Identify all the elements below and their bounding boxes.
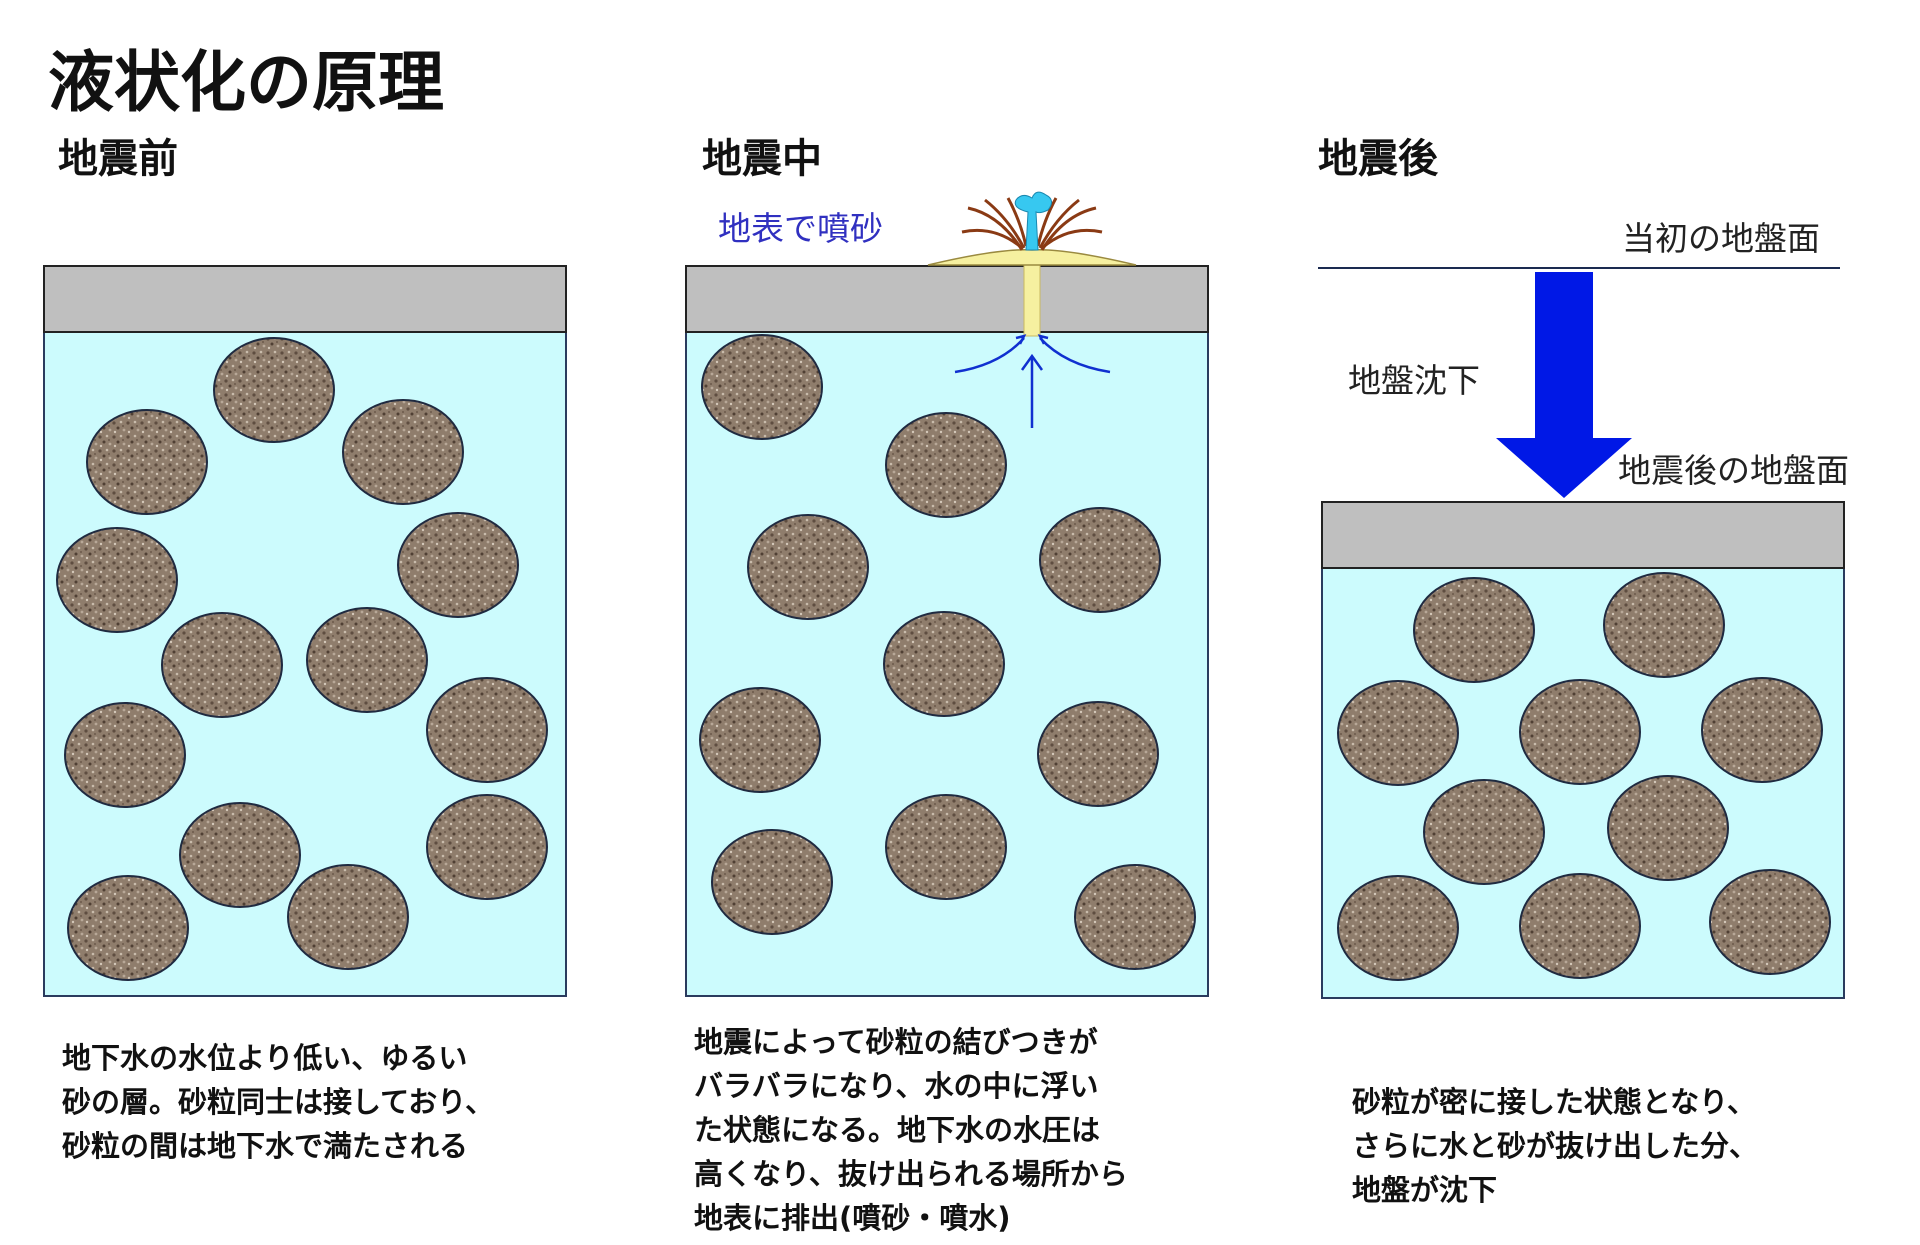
sand-grain — [1709, 869, 1831, 975]
sand-spray — [961, 197, 1103, 251]
sand-grain — [306, 607, 428, 713]
boil-channel — [1023, 257, 1041, 337]
surface-layer — [685, 265, 1209, 333]
panel-before — [43, 265, 567, 997]
caption-before: 地下水の水位より低い、ゆるい 砂の層。砂粒同士は接しており、 砂粒の間は地下水で… — [62, 1041, 504, 1163]
caption-after: 砂粒が密に接した状態となり、 さらに水と砂が抜け出した分、 地盤が沈下 — [1352, 1085, 1768, 1207]
sand-grain — [397, 512, 519, 618]
surface-layer — [1321, 501, 1845, 569]
original-surface-label: 当初の地盤面 — [1622, 219, 1820, 258]
sand-grain — [699, 687, 821, 793]
subsidence-arrow-icon — [1496, 272, 1632, 498]
sand-grain — [885, 412, 1007, 518]
sand-mound — [927, 249, 1137, 266]
sand-grain — [1701, 677, 1823, 783]
sand-grain — [1074, 864, 1196, 970]
water-spout — [1014, 191, 1052, 251]
panel-title-after: 地震後 — [1318, 136, 1439, 182]
sand-grain — [56, 527, 178, 633]
sand-grain — [711, 829, 833, 935]
sand-grain — [747, 514, 869, 620]
sand-grains — [699, 334, 1196, 970]
panel-title-before: 地震前 — [58, 136, 178, 182]
panel-title-during: 地震中 — [702, 136, 822, 182]
sand-grains — [1337, 572, 1831, 981]
sand-grain — [426, 794, 548, 900]
sand-grain — [342, 399, 464, 505]
sand-grains — [56, 337, 548, 981]
sand-grain — [426, 677, 548, 783]
panel-after: 当初の地盤面 地盤沈下 地震後の地盤面 — [1318, 219, 1849, 999]
sand-grain — [1337, 875, 1459, 981]
sand-grain — [1037, 701, 1159, 807]
sand-grain — [86, 409, 208, 515]
sand-grain — [701, 334, 823, 440]
sand-grain — [1519, 679, 1641, 785]
sand-grain — [1337, 680, 1459, 786]
sand-grain — [287, 864, 409, 970]
sand-grain — [1423, 779, 1545, 885]
after-surface-label: 地震後の地盤面 — [1618, 451, 1849, 490]
sand-grain — [1519, 873, 1641, 979]
sand-grain — [161, 612, 283, 718]
sand-grain — [67, 875, 189, 981]
surface-layer — [43, 265, 567, 333]
sand-grain — [1607, 775, 1729, 881]
sand-grain — [64, 702, 186, 808]
panel-during: 地表で噴砂 — [685, 191, 1209, 997]
sand-grain — [1603, 572, 1725, 678]
sand-grain — [1039, 507, 1161, 613]
subsidence-label: 地盤沈下 — [1348, 361, 1480, 400]
spout-label: 地表で噴砂 — [718, 209, 883, 248]
sand-grain — [1413, 577, 1535, 683]
sand-grain — [179, 802, 301, 908]
sand-grain — [883, 611, 1005, 717]
diagram-title: 液状化の原理 — [48, 44, 444, 121]
sand-grain — [213, 337, 335, 443]
caption-during: 地震によって砂粒の結びつきが バラバラになり、水の中に浮い た状態になる。地下水… — [694, 1025, 1138, 1235]
sand-grain — [885, 794, 1007, 900]
flow-arrows — [954, 334, 1111, 428]
